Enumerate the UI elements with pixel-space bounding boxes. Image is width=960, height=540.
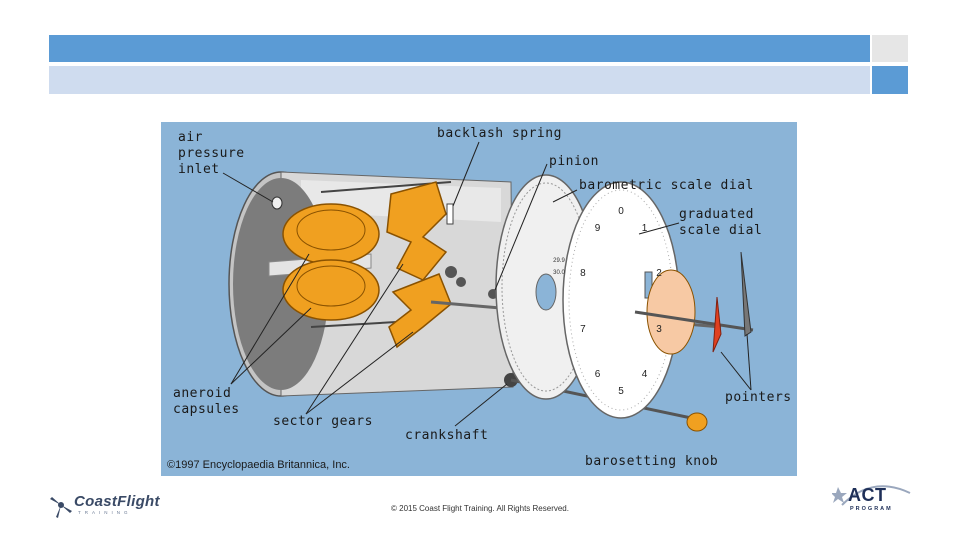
label-barosetting-knob: barosetting knob [585,454,719,469]
act-program-subtitle: PROGRAM [850,506,893,512]
barosetting-knob [686,412,708,432]
pointer-long [740,251,752,337]
dial-number: 8 [580,268,586,279]
label-backlash-spring: backlash spring [437,126,562,141]
gear-2 [456,277,466,287]
star-swoosh-icon [832,485,911,506]
label-air-pressure-inlet: air pressure inlet [178,130,245,177]
dial-number: 5 [618,386,624,397]
subheader-bar [49,66,870,94]
barometric-number: 30.0 [553,270,565,276]
act-wordmark: ACT [848,485,887,505]
label-barometric-scale-dial: barometric scale dial [579,178,754,193]
label-pointers: pointers [725,390,792,405]
barometric-window [535,273,557,311]
air-inlet-port [271,196,283,210]
aneroid-capsule-bottom [282,259,380,321]
dial-number: 3 [656,324,662,335]
pointer-disc [646,269,696,355]
propeller-icon [50,497,72,518]
coastflight-subtitle: TRAINING [78,510,132,515]
barometric-number: 29.9 [553,258,565,264]
dial-number: 9 [595,223,601,234]
coastflight-wordmark: CoastFlight [74,493,160,510]
subheader-bar-end [872,66,908,94]
dial-number: 4 [642,369,648,380]
aneroid-capsule-top-ring [296,209,366,251]
altimeter-diagram: 0 1 2 3 4 5 6 7 8 9 29.9 30.0 air pressure inlet ba… [161,122,797,476]
sector-gear-lower [388,273,452,349]
dial-number: 2 [656,268,662,279]
figure-credit: ©1997 Encyclopaedia Britannica, Inc. [167,459,350,471]
label-sector-gears: sector gears [273,414,373,429]
sector-gear-upper [386,181,448,281]
altimeter-illustration: 0 1 2 3 4 5 6 7 8 9 29.9 30.0 [222,141,754,432]
dial-number: 0 [618,206,624,217]
gear-1 [445,266,457,278]
label-crankshaft: crankshaft [405,428,489,443]
dial-number: 7 [580,324,586,335]
leader-lines [222,141,752,427]
backlash-spring [446,203,454,225]
header-bar-end [872,35,908,62]
coastflight-logo: CoastFlight TRAINING [46,490,170,520]
label-pinion: pinion [549,154,599,169]
header-bar [49,35,870,62]
pointer-shaft [634,310,754,332]
aneroid-capsule-bottom-ring [296,265,366,307]
dial-number: 6 [595,369,601,380]
label-aneroid-capsules: aneroid capsules [173,386,240,417]
footer-copyright: © 2015 Coast Flight Training. All Rights… [391,504,569,513]
dial-number: 1 [642,223,648,234]
pointer-short [712,296,722,353]
label-graduated-scale-dial: graduated scale dial [679,207,763,238]
act-program-logo: ACT PROGRAM [832,479,914,523]
